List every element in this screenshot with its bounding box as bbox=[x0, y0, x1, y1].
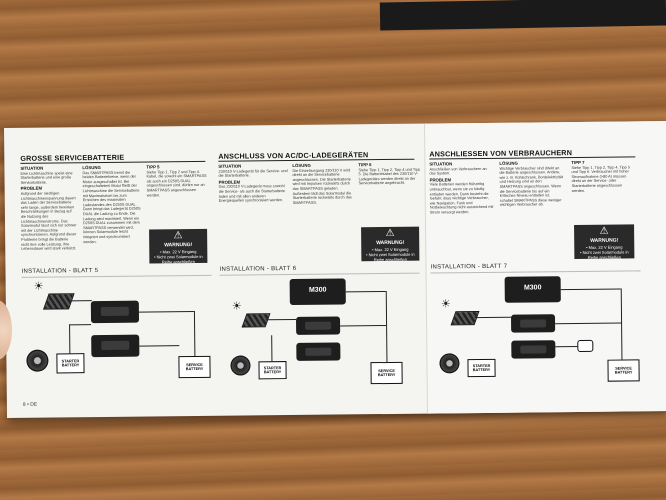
wire bbox=[555, 346, 578, 348]
d250s-dual-device bbox=[296, 342, 341, 361]
warning-triangle-icon: ⚠ bbox=[385, 227, 395, 240]
sun-icon: ☀ bbox=[33, 280, 44, 293]
situation-text: Eine Lichtmaschine speist eine Starterba… bbox=[20, 170, 73, 185]
warning-line-2: • Nicht zwei Solarmodule in Reihe anschl… bbox=[580, 249, 629, 260]
sun-icon: ☀ bbox=[231, 300, 242, 313]
solution-text: Das SMARTPASS trennt die beiden Batterie… bbox=[82, 170, 141, 244]
warning-triangle-icon: ⚠ bbox=[173, 230, 183, 242]
solution-text: Wichtige Verbraucher sind direkt an die … bbox=[499, 165, 564, 208]
smartpass-device bbox=[510, 314, 556, 333]
manual-booklet: GROSSE SERVICEBATTERIE SITUATION Eine Li… bbox=[4, 121, 666, 418]
solar-panel-icon bbox=[42, 293, 75, 310]
wire bbox=[193, 311, 196, 357]
solution-text: Die Einzelausgang 230/110 V wird direkt … bbox=[292, 167, 352, 205]
warning-title: WARNUNG! bbox=[590, 237, 619, 244]
wire bbox=[560, 288, 621, 291]
wire bbox=[271, 335, 273, 362]
charger-label: M300 bbox=[523, 284, 542, 292]
situation-problem-column: SITUATION Anschließen von Verbrauchern a… bbox=[429, 160, 494, 215]
charger-label: M300 bbox=[308, 286, 327, 294]
left-page: GROSSE SERVICEBATTERIE SITUATION Eine Li… bbox=[4, 124, 427, 418]
right-page: ANSCHLIESSEN VON VERBRAUCHERN SITUATION … bbox=[423, 121, 666, 414]
warning-box: ⚠ WARNUNG! • Max. 22 V Eingang • Nicht z… bbox=[149, 228, 208, 265]
wire bbox=[385, 291, 388, 363]
starter-battery: STARTER BATTERY bbox=[258, 361, 287, 380]
solar-panel-icon bbox=[241, 313, 271, 328]
wire bbox=[138, 311, 194, 313]
tip-column: TIPP 5 Siehe Tipp 1, Tipp 2 und Tipp 4. … bbox=[146, 163, 208, 198]
installation-label: INSTALLATION - BLATT 7 bbox=[430, 263, 508, 271]
wire bbox=[139, 345, 180, 347]
service-battery: SERVICE BATTERY bbox=[370, 361, 403, 385]
wire bbox=[69, 324, 92, 326]
warning-line-2: • Nicht zwei Solarmodule in Reihe anschl… bbox=[366, 251, 415, 263]
tip-text: Siehe Tipp 1, Tipp 2, Tipp 4, Tipp 5 und… bbox=[571, 165, 630, 193]
d250s-dual-device bbox=[511, 340, 556, 359]
problem-text: Das 230/110 V-Ladegerät muss sowohl die … bbox=[218, 184, 286, 203]
tip-text: Siehe Tipp 1, Tipp 2, Tipp 4 und Tipp 5.… bbox=[358, 167, 421, 186]
installation-label: INSTALLATION - BLATT 5 bbox=[21, 268, 99, 275]
page-number: 8 • DE bbox=[22, 401, 38, 408]
wire bbox=[69, 324, 71, 354]
tip-column: TIPP 6 Siehe Tipp 1, Tipp 2, Tipp 4 und … bbox=[358, 161, 420, 187]
installation-diagram-7: M300 ☀ STARTER BATTERY SERVICE BATTERY bbox=[431, 273, 662, 390]
wire bbox=[69, 300, 92, 302]
problem-text: Viele Batterien werden frühzeitig unbrau… bbox=[429, 182, 494, 215]
installation-diagram-5: ☀ STARTER BATTERY SERVICE BATTERY bbox=[16, 278, 217, 395]
warning-title: WARNUNG! bbox=[376, 239, 405, 247]
installation-diagram-6: M300 ☀ STARTER BATTERY SERVICE BATTERY bbox=[220, 276, 421, 393]
wire bbox=[266, 318, 297, 321]
alternator-icon bbox=[230, 355, 251, 376]
wire bbox=[345, 291, 386, 293]
warning-line-2: • Nicht zwei Solarmodule in Reihe anschl… bbox=[154, 253, 203, 265]
black-box-edge bbox=[379, 0, 666, 31]
finger-holding-booklet bbox=[0, 300, 12, 360]
wire bbox=[475, 316, 512, 319]
sun-icon: ☀ bbox=[440, 298, 451, 311]
solution-column: LÖSUNG Wichtige Verbraucher sind direkt … bbox=[499, 159, 563, 208]
situation-problem-column: SITUATION Eine Lichtmaschine speist eine… bbox=[20, 164, 77, 251]
solution-column: LÖSUNG Die Einzelausgang 230/110 V wird … bbox=[292, 161, 354, 205]
smartpass-device bbox=[90, 300, 140, 324]
tip-text: Siehe Tipp 1, Tipp 2 und Tipp 4. Kabel, … bbox=[146, 169, 207, 198]
warning-box: ⚠ WARNUNG! • Max. 22 V Eingang • Nicht z… bbox=[574, 224, 635, 260]
alternator-icon bbox=[439, 353, 460, 374]
starter-battery: STARTER BATTERY bbox=[56, 353, 85, 374]
service-battery: SERVICE BATTERY bbox=[607, 359, 640, 382]
m300-charger: M300 bbox=[504, 276, 561, 303]
situation-text: 230/110 V-Ladegerät für die Service- und… bbox=[218, 168, 288, 178]
alternator-icon bbox=[26, 349, 49, 372]
m300-charger: M300 bbox=[289, 278, 346, 306]
wire bbox=[340, 325, 387, 327]
warning-box: ⚠ WARNUNG! • Max. 22 V Eingang • Nicht z… bbox=[361, 226, 420, 263]
situation-text: Anschließen von Verbrauchern an das Syst… bbox=[429, 166, 487, 176]
service-battery: SERVICE BATTERY bbox=[178, 355, 211, 379]
warning-triangle-icon: ⚠ bbox=[599, 225, 609, 237]
solution-column: LÖSUNG Das SMARTPASS trennt die beiden B… bbox=[82, 164, 141, 245]
wire bbox=[555, 322, 622, 325]
tip-column: TIPP 7 Siehe Tipp 1, Tipp 2, Tipp 4, Tip… bbox=[571, 158, 633, 193]
smartpass-device bbox=[295, 316, 341, 335]
problem-text: Aufgrund der niedrigen Lichtmaschinenspa… bbox=[20, 191, 77, 251]
warning-title: WARNUNG! bbox=[164, 242, 193, 249]
wire bbox=[620, 288, 623, 360]
d250s-dual-device bbox=[91, 334, 140, 358]
consumer-lamp-icon bbox=[577, 339, 594, 353]
solar-panel-icon bbox=[450, 311, 480, 326]
starter-battery: STARTER BATTERY bbox=[467, 358, 496, 378]
installation-label: INSTALLATION - BLATT 6 bbox=[219, 265, 297, 273]
situation-problem-column: SITUATION 230/110 V-Ladegerät für die Se… bbox=[218, 162, 288, 203]
